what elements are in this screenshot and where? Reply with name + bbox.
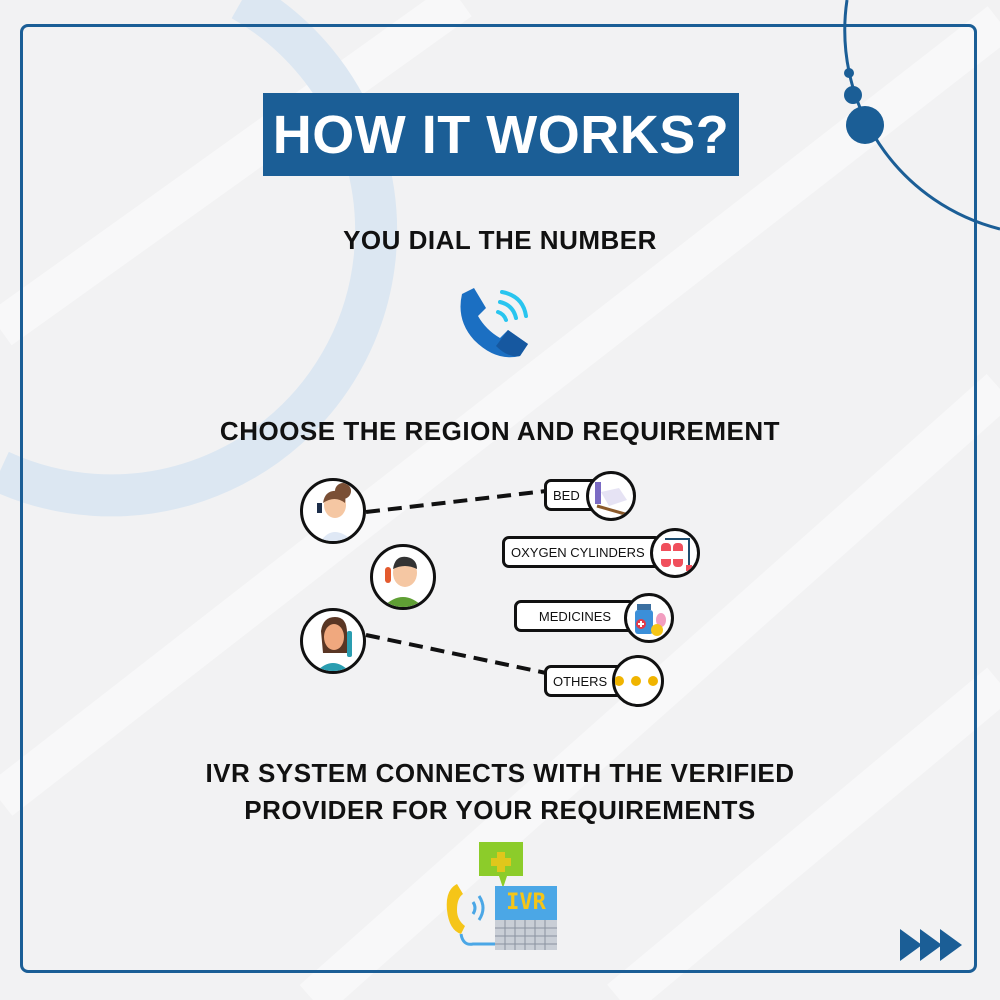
- medicine-icon: [624, 593, 674, 643]
- caller-avatar-man: [370, 544, 436, 610]
- step-1-heading: YOU DIAL THE NUMBER: [343, 225, 657, 255]
- content-frame: [20, 24, 977, 973]
- option-others[interactable]: OTHERS: [544, 665, 624, 697]
- option-bed-label: BED: [553, 487, 580, 503]
- bed-icon: [586, 471, 636, 521]
- next-button[interactable]: [900, 927, 962, 963]
- ivr-icon: IVR: [443, 840, 557, 952]
- caller-avatar-girl: [300, 608, 366, 674]
- step-3-heading-line1: IVR SYSTEM CONNECTS WITH THE VERIFIED: [205, 758, 795, 788]
- option-oxygen-cylinders-label: OXYGEN CYLINDERS: [511, 544, 645, 560]
- fast-forward-icon: [900, 929, 962, 961]
- decorative-arc: [0, 0, 398, 517]
- step-3-heading-line2: PROVIDER FOR YOUR REQUIREMENTS: [244, 795, 756, 825]
- decorative-orbit: [843, 0, 1000, 231]
- option-others-label: OTHERS: [553, 673, 608, 689]
- oxygen-cylinder-icon: [650, 528, 700, 578]
- step-2-heading: CHOOSE THE REGION AND REQUIREMENT: [219, 416, 781, 446]
- caller-avatar-woman: [300, 478, 366, 544]
- option-medicines[interactable]: MEDICINES: [514, 600, 636, 632]
- page-title: HOW IT WORKS?: [263, 93, 739, 176]
- more-dots-icon: [612, 655, 664, 707]
- option-oxygen-cylinders[interactable]: OXYGEN CYLINDERS: [502, 536, 662, 568]
- ivr-icon-text: IVR: [506, 890, 546, 915]
- phone-call-icon: [460, 288, 528, 358]
- option-medicines-label: MEDICINES: [538, 608, 612, 624]
